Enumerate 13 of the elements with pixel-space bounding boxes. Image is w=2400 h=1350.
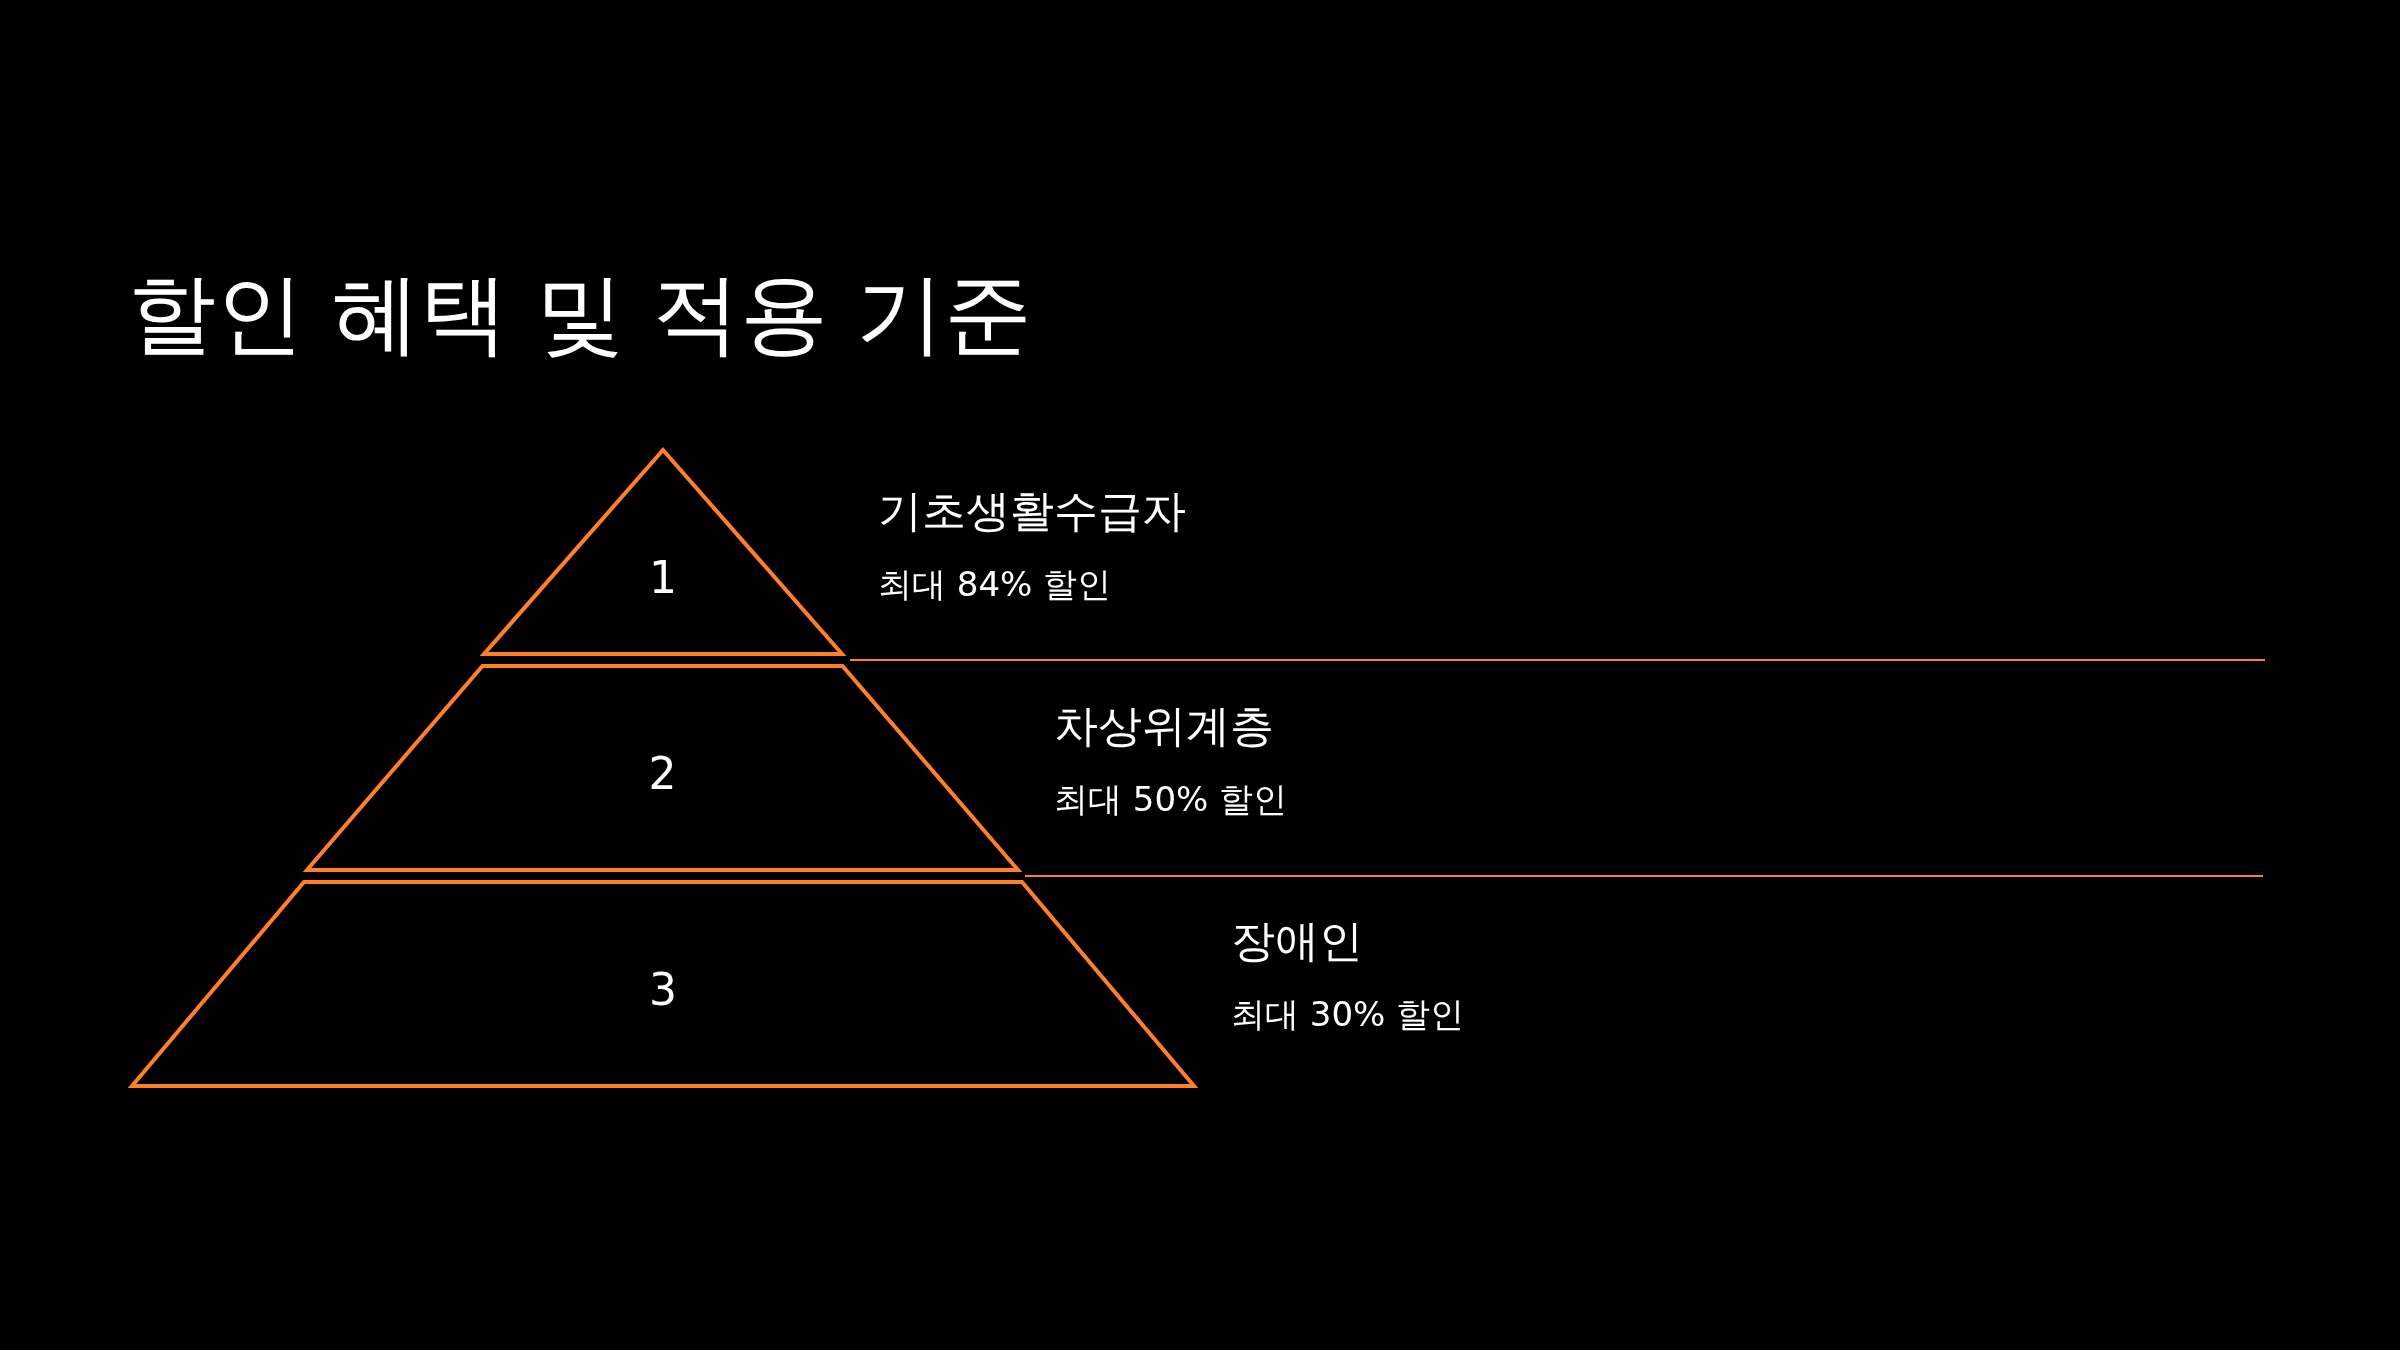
tier-heading: 차상위계층 [1054, 699, 1274, 753]
tier-number: 2 [648, 752, 677, 796]
tier-description: 최대 84% 할인 [878, 563, 1112, 606]
title: 할인 혜택 및 적용 기준 [128, 261, 1032, 367]
pyramid-tier [482, 448, 844, 656]
tier-heading: 기초생활수급자 [878, 484, 1186, 538]
tier-description: 최대 30% 할인 [1231, 993, 1465, 1036]
pyramid-tier [130, 880, 1196, 1088]
tier-number: 3 [649, 968, 677, 1012]
pyramid-tier [305, 664, 1020, 872]
tier-description: 최대 50% 할인 [1054, 778, 1288, 821]
tier-heading: 장애인 [1231, 914, 1363, 968]
tier-number: 1 [649, 556, 677, 600]
